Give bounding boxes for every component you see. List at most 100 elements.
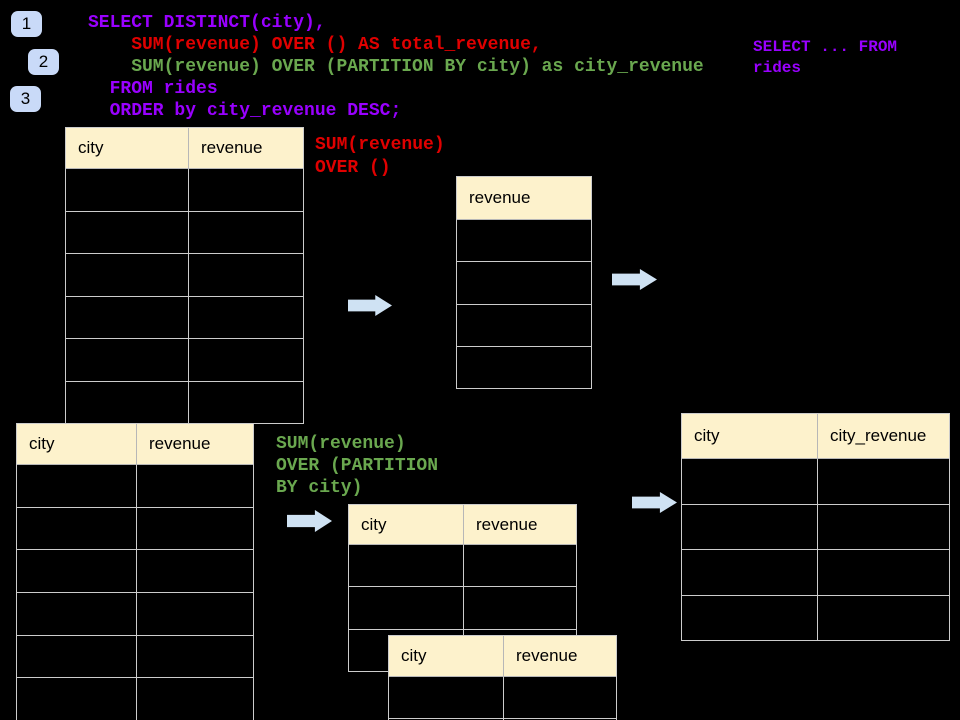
column-header: city xyxy=(66,128,189,168)
column-header: city xyxy=(682,414,818,458)
column-header: revenue xyxy=(149,434,211,453)
table-cell xyxy=(682,459,818,504)
table-cell xyxy=(682,504,818,549)
column-header: revenue xyxy=(476,514,538,534)
step-badge-2: 2 xyxy=(28,49,59,75)
table-cell xyxy=(66,169,189,211)
right-arrow-icon xyxy=(632,492,677,513)
table-cell xyxy=(818,595,949,640)
table-cell xyxy=(464,545,576,587)
table-cell xyxy=(818,550,949,595)
table-row xyxy=(682,595,949,640)
table-row xyxy=(17,465,253,508)
table-cell xyxy=(189,254,303,296)
table-header-row: city revenue xyxy=(349,505,576,545)
table-partition-intermediate: city revenue xyxy=(348,504,577,672)
table-cell xyxy=(189,296,303,338)
table-row xyxy=(457,262,591,305)
table-row xyxy=(66,381,303,423)
table-cell xyxy=(66,339,189,381)
table-cell xyxy=(389,677,504,718)
table-cell xyxy=(457,220,591,262)
table-row xyxy=(17,550,253,594)
table-cell xyxy=(189,339,303,381)
table-cell xyxy=(818,504,949,549)
right-arrow-icon xyxy=(348,295,392,316)
text-line: SUM(revenue) xyxy=(276,434,406,454)
table-cell xyxy=(189,169,303,211)
table-cell xyxy=(682,550,818,595)
table-row xyxy=(457,220,591,263)
table-city-revenue-result: city city_revenue xyxy=(681,413,950,641)
table-row xyxy=(349,587,576,630)
step-badge-1: 1 xyxy=(11,11,42,37)
step-badge-3: 3 xyxy=(10,86,41,112)
table-row xyxy=(457,346,591,389)
table-cell xyxy=(137,678,253,720)
table-row xyxy=(17,507,253,551)
table-row xyxy=(457,304,591,347)
table-row xyxy=(66,254,303,297)
table-cell xyxy=(349,545,464,587)
sql-code-line: SUM(revenue) OVER (PARTITION BY city) as… xyxy=(88,57,704,77)
sql-code-line: ORDER by city_revenue DESC; xyxy=(88,101,402,121)
table-cell xyxy=(17,465,137,507)
right-arrow-icon xyxy=(612,269,657,290)
text-line: OVER (PARTITION xyxy=(276,456,439,476)
table-row xyxy=(389,677,616,719)
table-cell xyxy=(137,507,253,550)
table-cell xyxy=(457,304,591,346)
table-row xyxy=(66,169,303,212)
table-cell xyxy=(504,677,616,718)
column-header: revenue xyxy=(469,188,531,207)
sql-code-line: SUM(revenue) OVER () AS total_revenue, xyxy=(88,35,542,55)
table-cell xyxy=(66,381,189,423)
right-arrow-icon xyxy=(287,510,332,532)
table-cell xyxy=(818,459,949,504)
table-row xyxy=(66,296,303,339)
text-line: SUM(revenue) xyxy=(315,135,445,155)
annotation-sum-over-total: SUM(revenue) OVER () xyxy=(315,134,445,180)
column-header: city xyxy=(17,424,137,464)
table-cell xyxy=(464,587,576,629)
column-header: revenue xyxy=(516,646,578,665)
sql-code-block: SELECT DISTINCT(city), SUM(revenue) OVER… xyxy=(88,12,704,122)
text-line: BY city) xyxy=(276,478,363,498)
text-line: rides xyxy=(753,59,802,77)
table-header-row: city revenue xyxy=(66,128,303,169)
table-row xyxy=(682,550,949,596)
column-header: city_revenue xyxy=(830,426,927,445)
table-row xyxy=(349,545,576,588)
table-source-rides-bottom: city revenue xyxy=(16,423,254,720)
table-cell xyxy=(17,507,137,550)
table-cell xyxy=(66,296,189,338)
table-cell xyxy=(189,381,303,423)
table-cell xyxy=(17,678,137,720)
table-cell xyxy=(17,593,137,635)
sql-code-line: SELECT DISTINCT(city), xyxy=(88,13,326,33)
table-row xyxy=(682,504,949,550)
table-row xyxy=(17,635,253,679)
table-total-revenue-result: revenue xyxy=(456,176,592,390)
table-header-row: city revenue xyxy=(17,424,253,465)
table-cell xyxy=(457,262,591,304)
column-header: city xyxy=(349,505,464,544)
table-row xyxy=(17,593,253,636)
table-cell xyxy=(137,550,253,593)
table-cell xyxy=(17,550,137,593)
table-row xyxy=(66,211,303,254)
table-header-row: city city_revenue xyxy=(682,414,949,459)
table-cell xyxy=(682,595,818,640)
table-header-row: revenue xyxy=(457,177,591,220)
table-cell xyxy=(17,635,137,678)
table-cell xyxy=(349,587,464,629)
text-line: OVER () xyxy=(315,158,391,178)
table-cell xyxy=(457,346,591,389)
table-cell xyxy=(137,635,253,678)
column-header: revenue xyxy=(201,138,263,157)
